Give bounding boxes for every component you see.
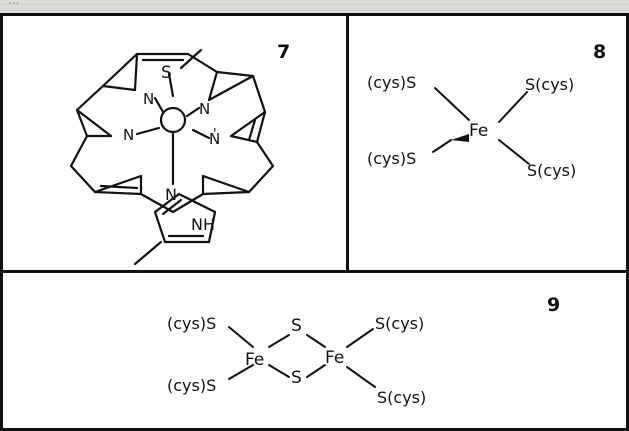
imidazole-double-bond bbox=[161, 198, 183, 216]
background-rule bbox=[0, 10, 629, 11]
fe-atom-label: Fe bbox=[245, 350, 264, 370]
double-bond bbox=[99, 184, 139, 190]
fe-s-bond bbox=[432, 139, 452, 153]
background-text: ... bbox=[8, 426, 629, 431]
fe-bridge-bond bbox=[268, 334, 290, 348]
fe-s-bond bbox=[434, 87, 470, 121]
pyrrole-bond bbox=[201, 174, 251, 194]
fe-atom-label: Fe bbox=[325, 348, 344, 368]
fe-bridge-bond bbox=[268, 364, 290, 378]
atom-label-nh: NH bbox=[191, 215, 215, 234]
wedge-bond bbox=[451, 134, 469, 142]
n-fe-bond bbox=[185, 106, 201, 118]
bridge-s-label: S bbox=[291, 368, 302, 388]
atom-label-n: N bbox=[123, 126, 134, 144]
pyrrole-bond bbox=[101, 84, 137, 92]
fe-bridge-bond bbox=[306, 334, 326, 348]
pyrrole-bond bbox=[207, 70, 219, 102]
pyrrole-bond bbox=[229, 110, 267, 138]
methyl-bond bbox=[179, 48, 203, 70]
atom-label-n: N bbox=[143, 90, 154, 108]
ligand-label: S(cys) bbox=[375, 314, 424, 333]
pyrrole-bond bbox=[207, 74, 255, 102]
background-rule bbox=[0, 4, 629, 5]
bridge-s-label: S bbox=[291, 316, 302, 336]
atom-label-n: N bbox=[199, 100, 210, 118]
heme-structure-diagram: S N N N N ' N NH 7 bbox=[69, 41, 290, 266]
panel-7: S N N N N ' N NH 7 bbox=[0, 13, 349, 273]
ligand-label: S(cys) bbox=[377, 388, 426, 407]
fe-bridge-bond bbox=[306, 364, 326, 378]
ligand-label: (cys)S bbox=[367, 73, 416, 92]
atom-label-s: S bbox=[161, 63, 172, 83]
pyrrole-bond bbox=[133, 52, 139, 92]
fe-cys4-diagram: 8 (cys)S S(cys) Fe (cys)S S(cys) bbox=[367, 41, 606, 180]
imidazole-ring bbox=[153, 192, 217, 244]
n-fe-bond bbox=[153, 96, 165, 114]
fe-s-bond bbox=[498, 91, 528, 123]
ligand-label: S(cys) bbox=[527, 161, 576, 180]
fe-s-bond bbox=[346, 328, 374, 348]
n-fe-bond bbox=[135, 126, 161, 136]
panel-8: 8 (cys)S S(cys) Fe (cys)S S(cys) bbox=[346, 13, 629, 273]
pyrrole-bond bbox=[229, 134, 259, 144]
double-bond bbox=[247, 118, 257, 142]
pyrrole-bond bbox=[75, 108, 113, 138]
fe2s2-cys4-diagram: 9 (cys)S S S(cys) Fe Fe S (cys)S S(cys) bbox=[167, 294, 560, 407]
fe-s-bond bbox=[346, 366, 376, 388]
fe-s-bond bbox=[228, 364, 254, 380]
ligand-label: (cys)S bbox=[167, 314, 216, 333]
prime-mark: ' bbox=[213, 127, 217, 142]
fe-s-bond bbox=[228, 326, 254, 348]
atom-label-n: N bbox=[165, 185, 177, 204]
panel-number-7: 7 bbox=[277, 41, 290, 63]
fe-atom bbox=[159, 106, 187, 134]
axial-s-bond bbox=[167, 72, 175, 98]
atom-label-n: N bbox=[209, 130, 220, 148]
fe-atom-label: Fe bbox=[469, 121, 488, 141]
panel-9: 9 (cys)S S S(cys) Fe Fe S (cys)S S(cys) bbox=[0, 270, 629, 431]
pyrrole-bond bbox=[93, 174, 143, 194]
imidazole-methyl bbox=[133, 240, 163, 266]
ligand-label: S(cys) bbox=[525, 75, 574, 94]
panel-number-8: 8 bbox=[593, 41, 606, 63]
fe-s-bond bbox=[498, 139, 530, 165]
ligand-label: (cys)S bbox=[367, 149, 416, 168]
ligand-label: (cys)S bbox=[167, 376, 216, 395]
background-text: ... bbox=[8, 0, 20, 7]
n-fe-bond bbox=[191, 128, 211, 140]
panel-number-9: 9 bbox=[547, 294, 560, 316]
